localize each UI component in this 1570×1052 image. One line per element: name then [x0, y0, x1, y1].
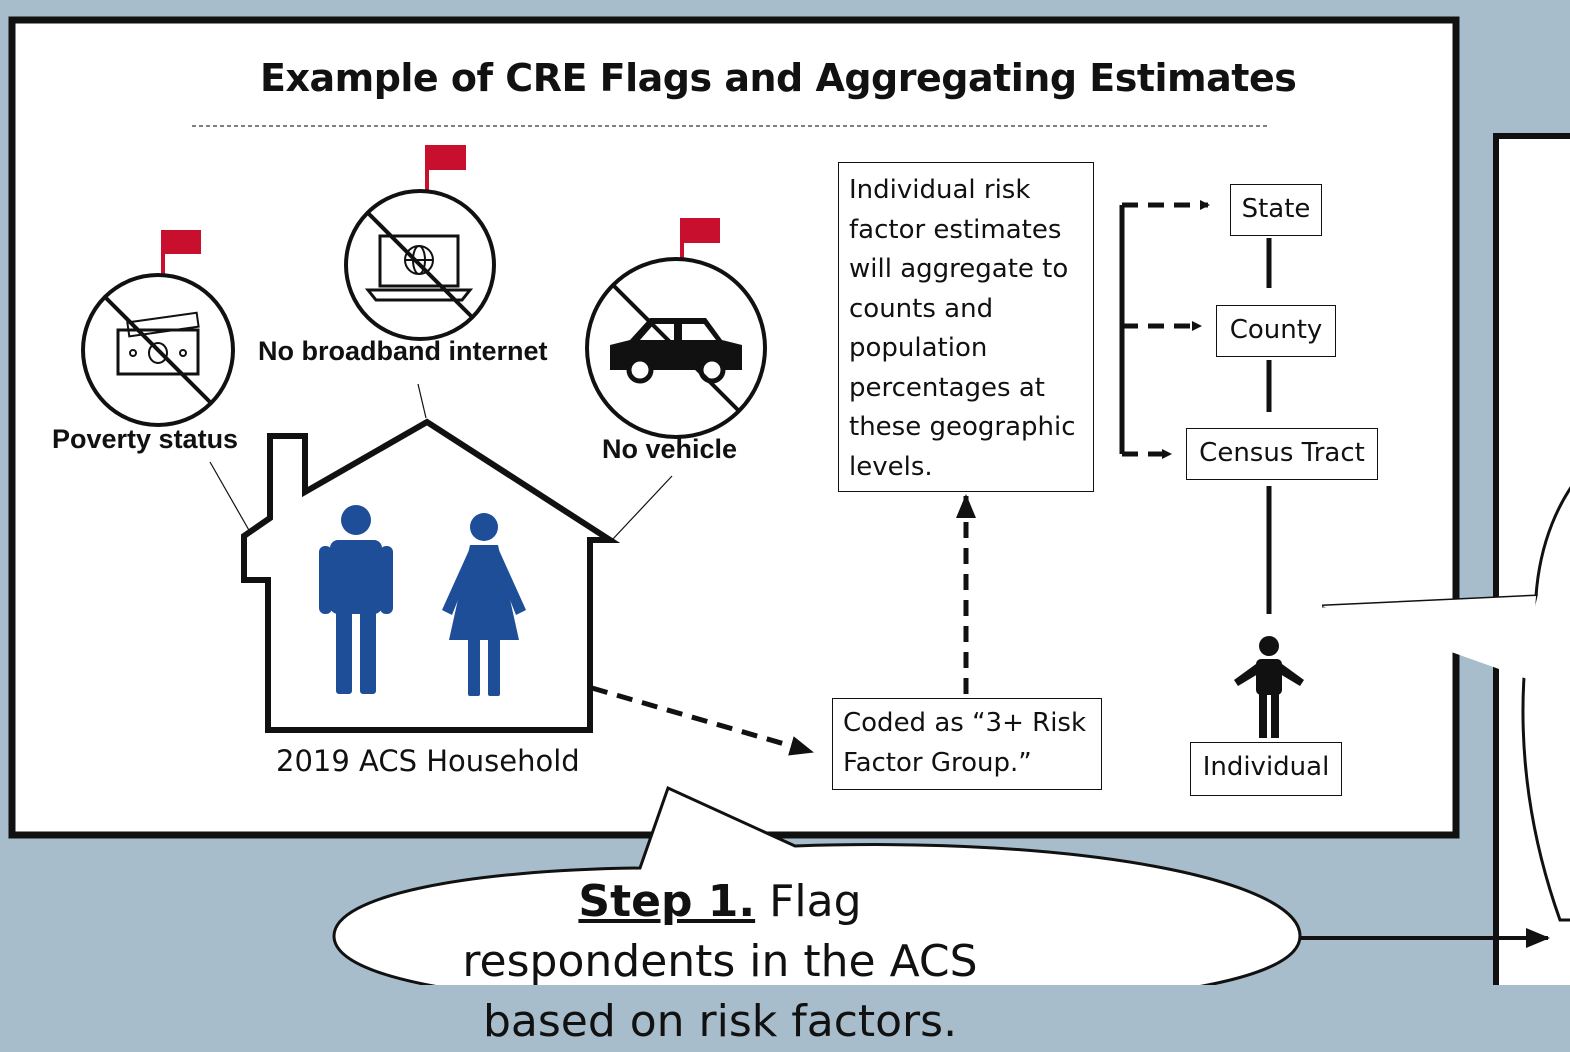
- broadband-risk-icon: [344, 145, 496, 341]
- vehicle-risk-icon: [585, 218, 767, 439]
- household-house-icon: [241, 418, 621, 733]
- woman-icon: [442, 513, 526, 696]
- diagram-canvas: [8, 16, 1570, 985]
- broadband-label: No broadband internet: [258, 336, 548, 366]
- coded-label: Coded as “3+ Risk Factor Group.”: [832, 698, 1102, 790]
- laptop-icon: [364, 234, 474, 302]
- level-bracket: [1119, 200, 1210, 459]
- household-label: 2019 ACS Household: [276, 744, 580, 778]
- page-title: Example of CRE Flags and Aggregating Est…: [260, 56, 1297, 100]
- aggregation-note: Individual risk factor estimates will ag…: [838, 162, 1094, 492]
- flag-icon: [684, 218, 720, 243]
- poverty-label: Poverty status: [52, 424, 239, 454]
- level-census-tract: Census Tract: [1186, 428, 1378, 480]
- step1-callout: [332, 785, 1302, 985]
- flag-icon: [429, 145, 466, 170]
- step1-text: Step 1. Flag respondents in the ACS base…: [440, 872, 1000, 1052]
- man-icon: [319, 505, 393, 694]
- poverty-risk-icon: [81, 230, 235, 427]
- globe-icon: [404, 245, 434, 275]
- next-step-callout-tail: [1322, 596, 1536, 680]
- person-icon: [1234, 636, 1304, 738]
- vehicle-label: No vehicle: [602, 434, 738, 464]
- step1-heading: Step 1.: [578, 876, 756, 927]
- money-icon: [116, 311, 200, 376]
- flag-arrow: [591, 685, 814, 756]
- level-state: State: [1230, 184, 1322, 236]
- flag-icon: [165, 230, 201, 254]
- label-connectors: [209, 383, 673, 541]
- main-panel: [8, 16, 1460, 839]
- level-individual: Individual: [1190, 742, 1342, 796]
- car-icon: [610, 318, 742, 384]
- level-county: County: [1216, 305, 1336, 357]
